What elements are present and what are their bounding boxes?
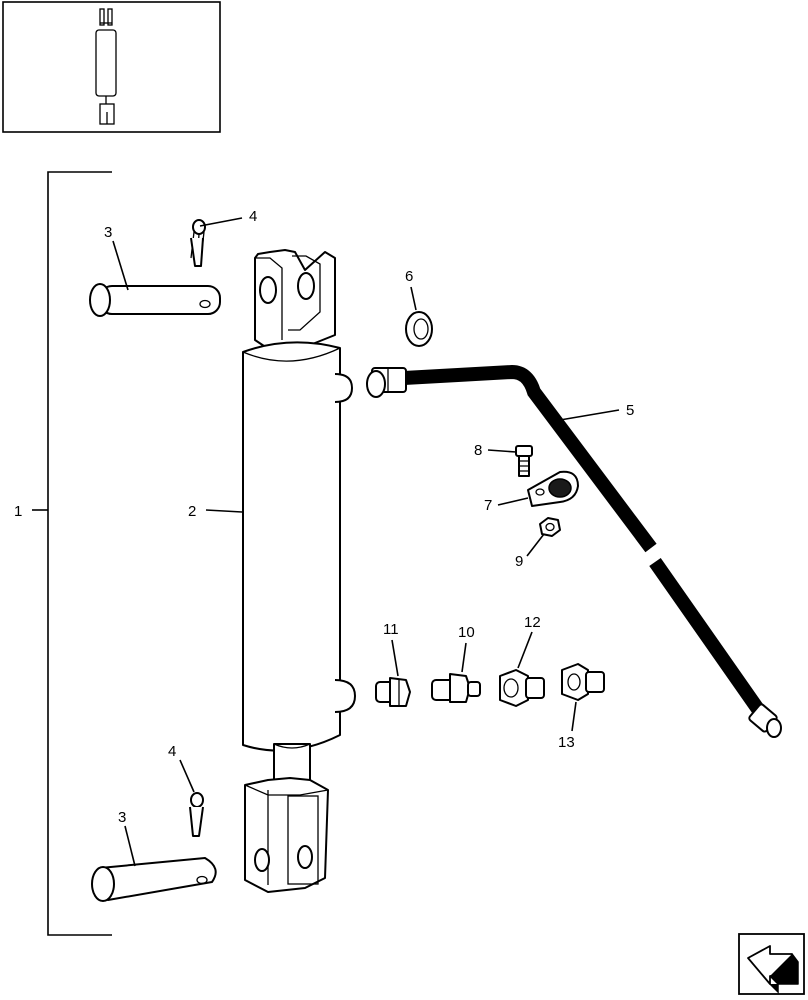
callout-3-top: 3 — [104, 224, 112, 241]
cylinder-body[interactable] — [242, 249, 356, 893]
callout-7: 7 — [484, 497, 492, 514]
assembly-bracket — [32, 171, 112, 936]
callout-13: 13 — [558, 734, 575, 751]
callout-10: 10 — [458, 624, 475, 641]
fitting-10[interactable] — [431, 673, 481, 703]
bolt[interactable] — [515, 445, 533, 477]
nut-small[interactable] — [539, 517, 561, 537]
callout-9: 9 — [515, 553, 523, 570]
fitting-13[interactable] — [561, 663, 605, 701]
callout-1: 1 — [14, 503, 22, 520]
callout-8: 8 — [474, 442, 482, 459]
callout-12: 12 — [524, 614, 541, 631]
callout-3-bottom: 3 — [118, 809, 126, 826]
cotter-pin-top[interactable] — [190, 219, 206, 267]
hydraulic-hose[interactable] — [366, 364, 782, 738]
cylinder-thumbnail-icon — [95, 8, 117, 125]
callout-6: 6 — [405, 268, 413, 285]
leader-lines — [112, 217, 620, 867]
navigation-arrow-icon[interactable] — [738, 933, 805, 995]
thumbnail-panel[interactable] — [2, 1, 221, 133]
pin-bottom[interactable] — [91, 857, 217, 902]
seal-washer[interactable] — [405, 311, 433, 347]
callout-4-top: 4 — [249, 208, 257, 225]
fitting-11[interactable] — [375, 677, 411, 707]
callout-5: 5 — [626, 402, 634, 419]
callout-11: 11 — [383, 621, 399, 638]
fitting-12[interactable] — [499, 669, 545, 707]
callout-4-bottom: 4 — [168, 743, 176, 760]
pin-top[interactable] — [89, 283, 221, 317]
callout-2: 2 — [188, 503, 196, 520]
cotter-pin-bottom[interactable] — [189, 792, 204, 837]
hose-clamp[interactable] — [527, 470, 579, 507]
